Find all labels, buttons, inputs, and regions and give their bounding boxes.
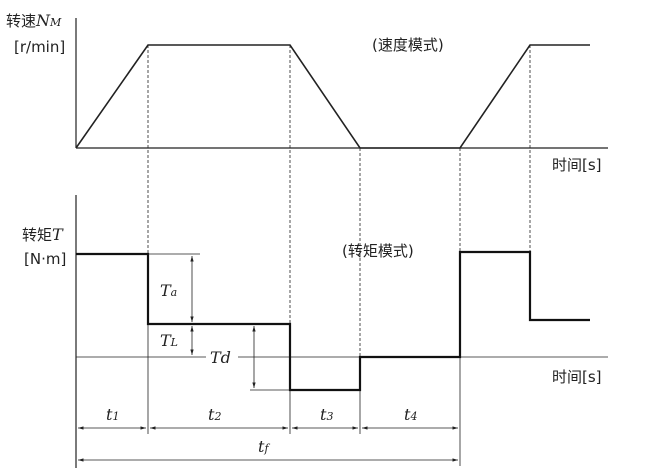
tf-label: tf (258, 437, 270, 456)
speed-y-unit: [r/min] (14, 38, 65, 56)
speed-x-label: 时间[s] (552, 156, 602, 174)
speed-mode-label: (速度模式) (372, 36, 444, 54)
interval-dimensions: t1 t2 t3 t4 tf (78, 405, 458, 462)
speed-chart: 转速NM [r/min] (速度模式) 时间[s] (6, 11, 608, 174)
torque-profile (76, 250, 590, 392)
speed-profile (75, 44, 590, 149)
torque-y-label: 转矩T (22, 225, 64, 244)
t3-label: t3 (320, 405, 333, 424)
t4-label: t4 (404, 405, 417, 424)
torque-chart: 转矩T [N·m] (转矩模式) 时间[s] Ta TL Td (22, 195, 608, 468)
torque-y-unit: [N·m] (24, 250, 66, 268)
td-label: Td (210, 348, 231, 367)
time-guides (147, 45, 531, 466)
torque-x-label: 时间[s] (552, 368, 602, 386)
t1-label: t1 (106, 405, 119, 424)
speed-y-label: 转速NM (6, 11, 62, 30)
torque-mode-label: (转矩模式) (342, 242, 414, 260)
ta-label: Ta (160, 281, 177, 300)
tl-label: TL (160, 331, 178, 350)
t2-label: t2 (208, 405, 221, 424)
